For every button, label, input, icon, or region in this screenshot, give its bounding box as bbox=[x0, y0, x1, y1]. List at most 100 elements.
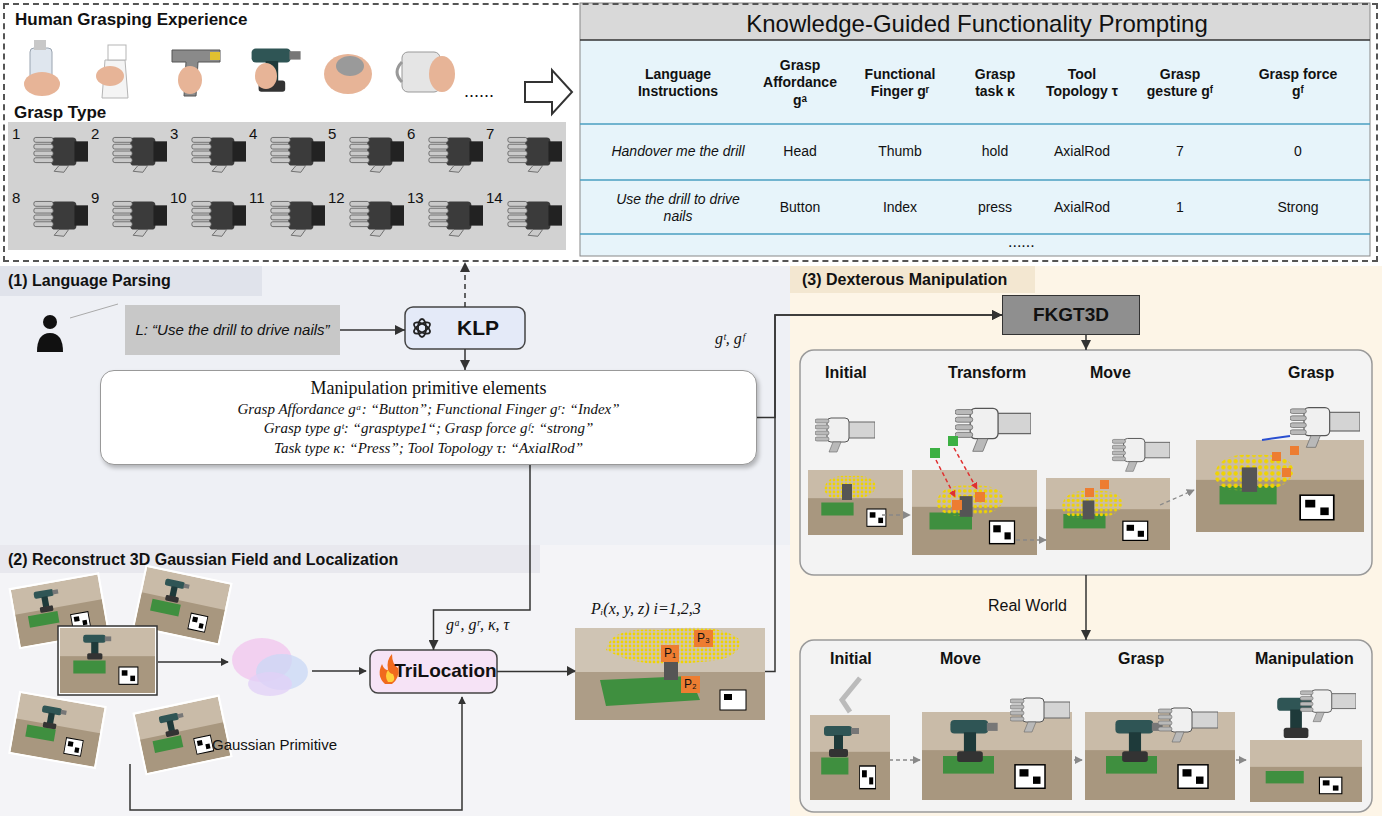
label: 13 bbox=[407, 189, 424, 208]
scene-panel-fill bbox=[800, 350, 1372, 812]
node-heading: (2) Reconstruct 3D Gaussian Field and Lo… bbox=[0, 545, 790, 576]
node-heading: Knowledge-Guided Functionality Prompting bbox=[582, 5, 1372, 42]
grasp-type-ground bbox=[8, 122, 566, 250]
hand-photo bbox=[255, 63, 277, 89]
point-cloud-image bbox=[606, 628, 740, 665]
cell-text: Index bbox=[883, 199, 917, 217]
grasp-type-icon bbox=[350, 201, 404, 236]
cell-text: Grasp force gᶠ bbox=[1258, 66, 1338, 101]
hand-photo bbox=[252, 48, 301, 91]
hand-photo bbox=[24, 40, 60, 96]
klp-box-fill bbox=[405, 307, 525, 349]
simulation-scene bbox=[954, 448, 977, 489]
multi-view-image bbox=[8, 691, 107, 769]
table-cell: Strong bbox=[1258, 182, 1338, 234]
hand-photo bbox=[96, 66, 124, 86]
grasp-type-icon bbox=[192, 137, 246, 172]
label: 2 bbox=[91, 125, 99, 144]
table-cell: Grasp gesture gᶠ bbox=[1138, 42, 1222, 124]
multi-view-image bbox=[60, 628, 155, 693]
cell-text: Use the drill to drive nails bbox=[603, 191, 753, 226]
cell-text: Language Instructions bbox=[603, 66, 753, 101]
table-ground bbox=[580, 39, 1370, 41]
simulation-scene bbox=[1272, 452, 1281, 461]
table-cell: hold bbox=[960, 126, 1030, 178]
table-cell: Language Instructions bbox=[603, 42, 753, 124]
simulation-scene bbox=[952, 500, 962, 510]
grasp-type-icon bbox=[508, 137, 562, 172]
label: 1 bbox=[12, 125, 20, 144]
point-cloud-image bbox=[567, 628, 765, 720]
simulation-scene bbox=[1214, 455, 1294, 492]
node-heading: L: “Use the drill to drive nails” bbox=[135, 320, 329, 340]
label: 6 bbox=[407, 125, 415, 144]
scene-caption: Grasp bbox=[1118, 650, 1164, 668]
hollow-arrow bbox=[525, 70, 572, 114]
node-heading: (1) Language Parsing bbox=[0, 266, 790, 297]
grasp-type-icon bbox=[271, 201, 325, 236]
table-cell: AxialRod bbox=[1040, 126, 1124, 178]
hand-photo bbox=[210, 52, 220, 60]
label-slot: 2 bbox=[91, 125, 99, 144]
real-world-photo bbox=[1300, 690, 1356, 722]
table-cell: 1 bbox=[1138, 182, 1222, 234]
real-world-photo bbox=[842, 678, 860, 712]
real-world-photo bbox=[1158, 708, 1218, 742]
person-icon bbox=[43, 315, 57, 329]
connector bbox=[464, 262, 466, 307]
simulation-scene bbox=[1262, 436, 1290, 440]
label: 12 bbox=[328, 189, 345, 208]
table-ground bbox=[580, 123, 1370, 125]
section-panel: (3) Dexterous ManipulationFKGT3DInitialT… bbox=[790, 266, 1382, 816]
gaussian-blob bbox=[232, 638, 308, 696]
node-heading: Grasp Type bbox=[10, 102, 568, 124]
table-cell: Index bbox=[852, 182, 948, 234]
label: ...... bbox=[1008, 232, 1035, 252]
grasp-type-icon bbox=[192, 201, 246, 236]
table-cell: press bbox=[960, 182, 1030, 234]
scene-step-arrow bbox=[882, 514, 910, 515]
grasp-type-icon bbox=[113, 137, 167, 172]
hand-photo bbox=[96, 45, 128, 98]
klp-box-fill bbox=[405, 307, 525, 349]
label: 4 bbox=[249, 125, 257, 144]
node-heading: Manipulation primitive elements bbox=[311, 377, 547, 400]
grasp-type-icon bbox=[350, 137, 404, 172]
gaussian-blob bbox=[248, 672, 292, 696]
cell-text: hold bbox=[982, 143, 1008, 161]
caption-slot: Manipulation bbox=[1255, 650, 1354, 668]
simulation-scene bbox=[1290, 446, 1299, 455]
table-ground bbox=[580, 3, 1370, 256]
hand-photo bbox=[108, 45, 126, 60]
label: 5 bbox=[328, 125, 336, 144]
hand-photo bbox=[178, 66, 202, 94]
grasp-type-icon bbox=[508, 201, 562, 236]
node-heading: TriLocation bbox=[394, 659, 496, 684]
caption-slot: Grasp bbox=[1118, 650, 1164, 668]
grasp-type-icon bbox=[34, 137, 88, 172]
multi-view-image bbox=[161, 578, 189, 604]
hand-photo bbox=[34, 40, 46, 50]
connector bbox=[1085, 575, 1087, 640]
hand-photo bbox=[429, 56, 455, 92]
edge-label: gᵗ, gᶠ bbox=[712, 330, 747, 348]
label: 9 bbox=[91, 189, 99, 208]
multi-view-image bbox=[8, 691, 107, 769]
prompt-table: Knowledge-Guided Functionality Prompting bbox=[582, 5, 1372, 260]
table-cell: Grasp Affordance gᵃ bbox=[757, 42, 843, 124]
table-cell: Grasp force gᶠ bbox=[1258, 42, 1338, 124]
scene-caption: Move bbox=[1090, 364, 1131, 382]
label-slot: P₃ bbox=[694, 630, 713, 647]
person-icon bbox=[70, 304, 118, 318]
hand-photo bbox=[24, 72, 60, 96]
caption-slot: Move bbox=[940, 650, 981, 668]
hand-photo bbox=[397, 62, 402, 82]
label-slot: 9 bbox=[91, 189, 99, 208]
hand-photo bbox=[252, 48, 301, 91]
node-text: Task type κ: “Press”; Tool Topology τ: “… bbox=[274, 439, 583, 459]
multi-view-image bbox=[39, 705, 67, 731]
table-cell: Thumb bbox=[852, 126, 948, 178]
label-slot: 1 bbox=[12, 125, 20, 144]
flame-icon bbox=[386, 670, 394, 682]
person-icon bbox=[37, 304, 118, 352]
